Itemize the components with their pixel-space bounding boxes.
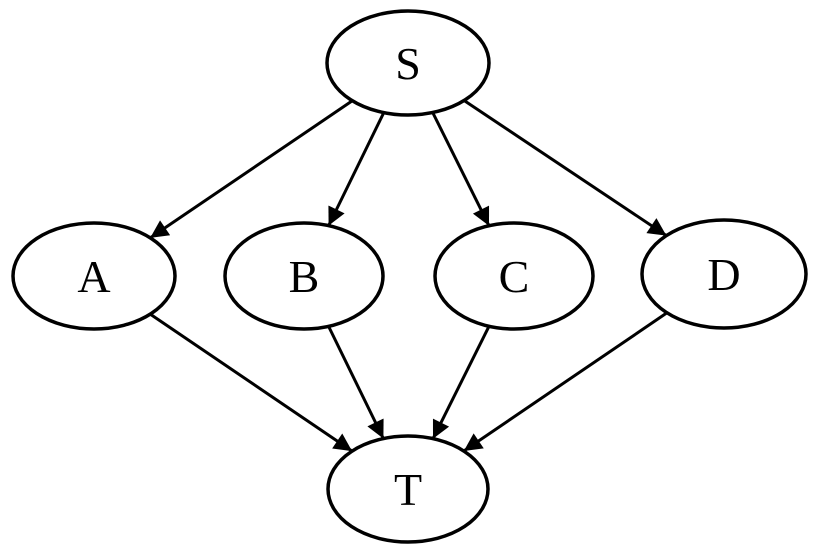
node-C-ellipse xyxy=(433,221,595,331)
edge-S-B xyxy=(327,111,386,227)
edge-S-A xyxy=(149,99,354,240)
node-B-label: B xyxy=(289,251,320,302)
edge-A-T xyxy=(149,312,353,453)
edge-S-C xyxy=(431,111,491,227)
node-A: A xyxy=(11,221,177,331)
node-S-ellipse xyxy=(325,9,491,117)
node-D-label: D xyxy=(707,249,740,300)
node-S-label: S xyxy=(395,38,421,89)
edge-S-D xyxy=(463,99,668,237)
node-T-label: T xyxy=(394,464,422,515)
node-B: B xyxy=(223,221,385,331)
node-T-ellipse xyxy=(326,434,490,544)
node-S: S xyxy=(325,9,491,117)
node-C-label: C xyxy=(499,251,530,302)
node-C: C xyxy=(433,221,595,331)
node-A-label: A xyxy=(77,251,110,302)
edges-layer xyxy=(149,99,668,453)
edge-B-T xyxy=(327,325,385,440)
nodes-layer: S A B C D T xyxy=(11,9,808,544)
node-A-ellipse xyxy=(11,221,177,331)
edge-D-T xyxy=(462,311,668,453)
node-T: T xyxy=(326,434,490,544)
node-D: D xyxy=(640,218,808,330)
node-D-ellipse xyxy=(640,218,808,330)
edge-C-T xyxy=(431,325,491,440)
node-B-ellipse xyxy=(223,221,385,331)
